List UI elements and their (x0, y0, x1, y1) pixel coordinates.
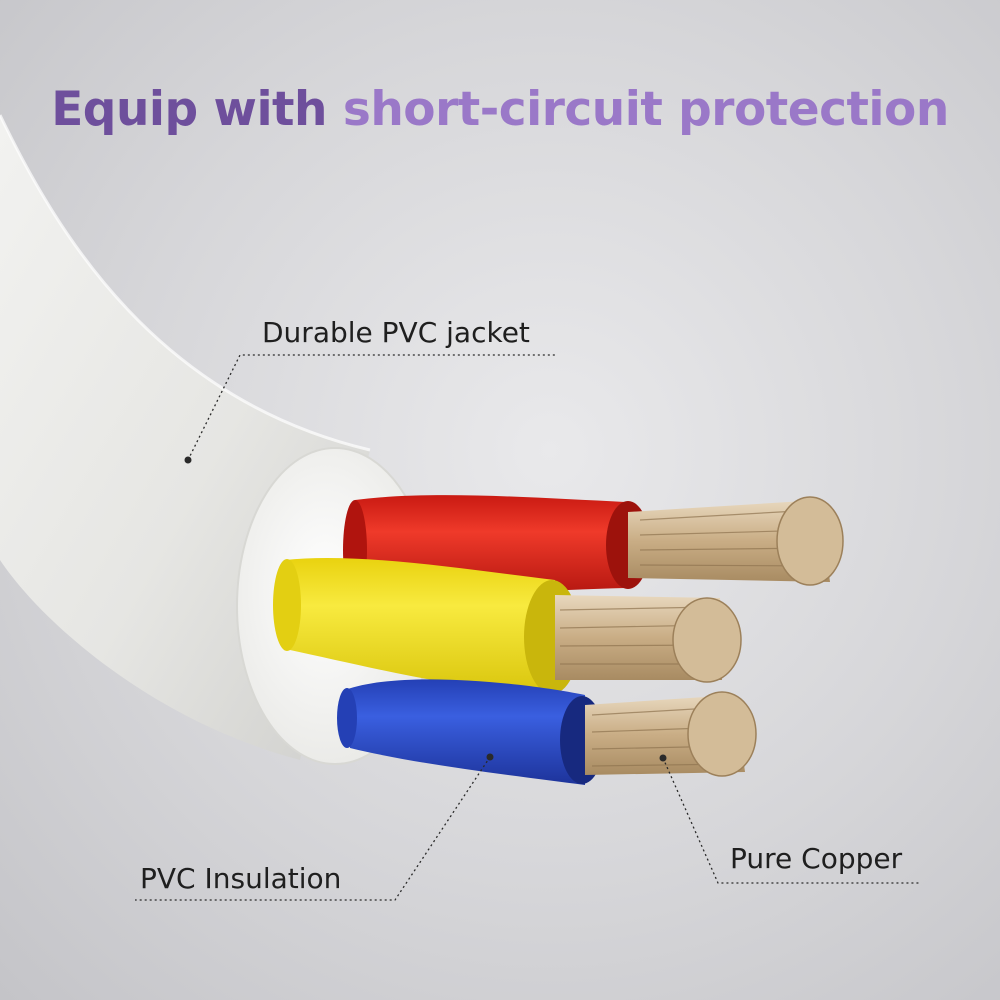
headline: Equip with short-circuit protection (0, 82, 1000, 137)
callout-jacket-dot (184, 456, 192, 464)
callout-insulation-dot (486, 753, 494, 761)
label-jacket: Durable PVC jacket (262, 316, 530, 349)
headline-part-2: short-circuit protection (342, 82, 949, 137)
headline-part-1: Equip with (51, 82, 343, 137)
blue-wire (337, 679, 757, 785)
yellow-wire (273, 558, 742, 695)
callout-copper-dot (659, 754, 667, 762)
label-copper: Pure Copper (730, 842, 903, 875)
callout-copper (662, 757, 920, 884)
callout-insulation (135, 756, 491, 901)
label-insulation: PVC Insulation (140, 862, 342, 895)
